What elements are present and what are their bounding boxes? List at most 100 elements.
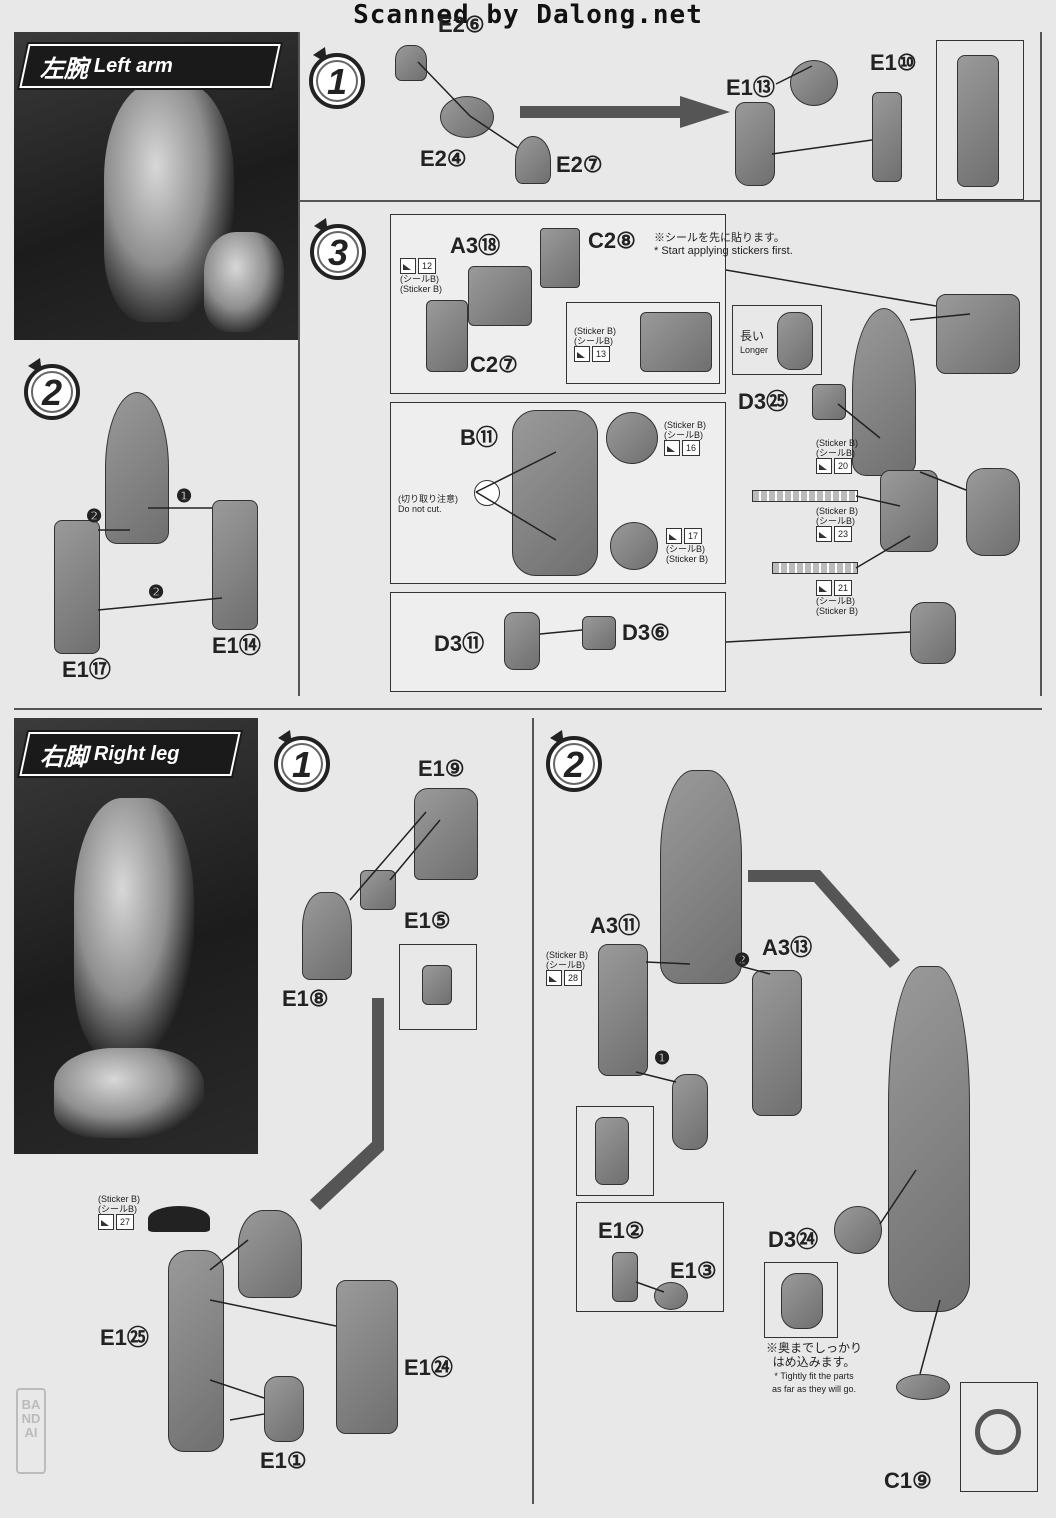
sticker-20: (Sticker B)(シールB)20 (816, 438, 858, 474)
label-e1-10: E1⑩ (870, 50, 917, 75)
right-leg-reference-photo (14, 718, 258, 1154)
label-e2-4: E2④ (420, 146, 467, 171)
part-upper-arm (105, 392, 169, 544)
part-b-11-buckle (512, 410, 598, 576)
label-c1-9: C1⑨ (884, 1468, 932, 1493)
do-not-cut-mark (474, 480, 500, 506)
order-mark-2b: ❷ (148, 582, 165, 602)
part-arm-assembled-lower (880, 470, 938, 552)
arm-sticker-b13-box (566, 302, 720, 384)
part-c2-7 (426, 300, 468, 372)
part-leg-assembled (888, 966, 970, 1312)
part-thigh (660, 770, 742, 984)
order-mark-2a: ❷ (86, 506, 103, 526)
d3-24-detail-box (764, 1262, 838, 1338)
sticker-first-note: ※シールを先に貼ります。* Start applying stickers fi… (654, 232, 793, 257)
part-d3-6 (582, 616, 616, 650)
part-d3-24 (834, 1206, 882, 1254)
label-a3-13: A3⑬ (762, 935, 813, 960)
svg-text:1: 1 (327, 61, 347, 102)
part-e1-17 (54, 520, 100, 654)
label-e1-8: E1⑧ (282, 986, 329, 1011)
section-divider (14, 708, 1042, 710)
label-e1-13: E1⑬ (726, 75, 775, 100)
part-e1-25 (168, 1250, 224, 1452)
c1-9-detail-box (960, 1382, 1038, 1492)
sticker-13: (Sticker B)(シールB)13 (574, 326, 616, 362)
bottom-vertical-divider (532, 718, 534, 1504)
label-a3-18: A3⑱ (450, 233, 501, 258)
part-b-11-disc-bottom (610, 522, 658, 570)
part-b-11-disc-top (606, 412, 658, 464)
label-e1-17: E1⑰ (62, 657, 111, 682)
part-wrist-joint (966, 468, 1020, 556)
part-e2-7 (515, 136, 551, 184)
label-d3-24: D3㉔ (768, 1227, 819, 1252)
part-e2-4 (440, 96, 494, 138)
sticker-23: (Sticker B)(シールB)23 (816, 506, 858, 542)
part-a3-11 (598, 944, 648, 1076)
part-e1-3 (654, 1282, 688, 1310)
top-border-right (1040, 32, 1042, 696)
label-e1-2: E1② (598, 1218, 645, 1243)
do-not-cut-note: (切り取り注意)Do not cut. (398, 494, 458, 514)
knee-joint-detail-box (576, 1106, 654, 1196)
label-d3-25: D3㉕ (738, 389, 789, 414)
sticker-12: 12(シールB)(Sticker B) (400, 258, 442, 294)
part-c1-9 (896, 1374, 950, 1400)
sticker-16: (Sticker B)(シールB)16 (664, 420, 706, 456)
sticker-28: (Sticker B)(シールB)28 (546, 950, 588, 986)
leg-step1-detail-box (399, 944, 477, 1030)
svg-text:2: 2 (41, 372, 62, 413)
arm-step-2-badge: 2 (20, 356, 84, 420)
part-e1-10 (872, 92, 902, 182)
part-e1-5 (360, 870, 396, 910)
part-e1-14 (212, 500, 258, 630)
sticker-21: 21(シールB)(Sticker B) (816, 580, 858, 616)
part-e1-9 (414, 788, 478, 880)
arm-step-3-badge: 3 (306, 216, 370, 280)
top-horizontal-divider (300, 200, 1040, 202)
scan-credit: Scanned by Dalong.net (353, 0, 703, 30)
label-d3-6: D3⑥ (622, 620, 670, 645)
part-shoulder-armor (936, 294, 1020, 374)
part-a3-18 (468, 266, 532, 326)
label-e1-5: E1⑤ (404, 908, 451, 933)
arm-step-1-badge: 1 (305, 45, 369, 109)
arm-step1-detail-box (936, 40, 1024, 200)
part-d3-25 (812, 384, 846, 420)
sticker-17: 17(シールB)(Sticker B) (666, 528, 708, 564)
part-c2-8 (540, 228, 580, 288)
part-e1-2 (612, 1252, 638, 1302)
label-d3-11: D3⑪ (434, 631, 485, 656)
label-e1-14: E1⑭ (212, 633, 261, 658)
sticker-strip-21 (772, 562, 858, 574)
part-e1-13-elbow (790, 60, 838, 106)
part-c2-7-detail (640, 312, 712, 372)
label-e1-25: E1㉕ (100, 1325, 149, 1350)
label-e1-24: E1㉔ (404, 1355, 453, 1380)
part-knee-joint (672, 1074, 708, 1150)
label-e1-1: E1① (260, 1448, 307, 1473)
part-e1-8 (302, 892, 352, 980)
part-e1-13-forearm (735, 102, 775, 186)
part-e1-24 (336, 1280, 398, 1434)
tight-fit-note: ※奥までしっかり はめ込みます。 * Tightly fit the parts… (766, 1341, 863, 1395)
label-c2-8: C2⑧ (588, 228, 636, 253)
part-arm-assembled-upper (852, 308, 916, 476)
label-e1-9: E1⑨ (418, 756, 465, 781)
part-fist (910, 602, 956, 664)
longer-detail-box (732, 305, 822, 375)
label-a3-11: A3⑪ (590, 913, 641, 938)
order-mark-1: ❶ (176, 486, 193, 506)
part-e2-6 (395, 45, 427, 81)
bandai-watermark: BANDAI (16, 1388, 46, 1474)
sticker-27: (Sticker B)(シールB)27 (98, 1194, 140, 1230)
part-a3-13 (752, 970, 802, 1116)
label-e1-3: E1③ (670, 1258, 717, 1283)
leg-step-1-badge: 1 (270, 728, 334, 792)
label-e2-7: E2⑦ (556, 152, 603, 177)
top-vertical-divider (298, 32, 300, 696)
